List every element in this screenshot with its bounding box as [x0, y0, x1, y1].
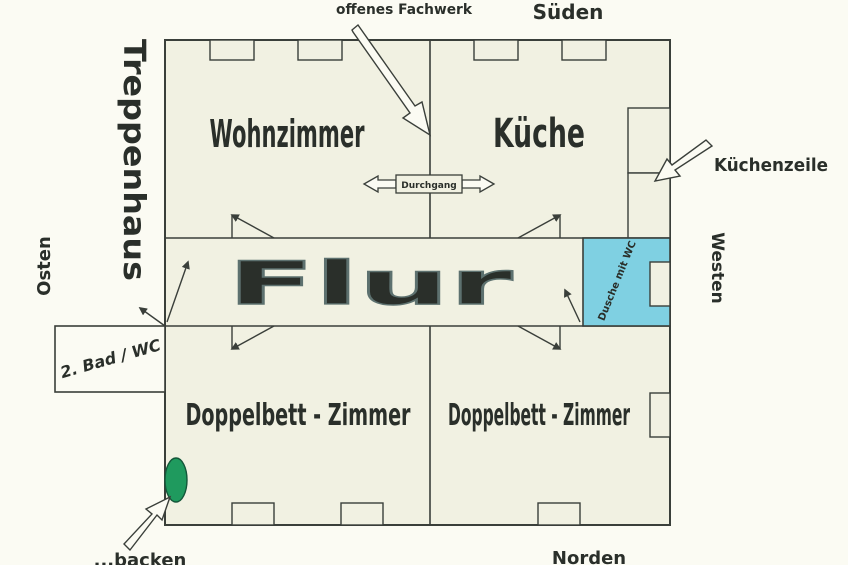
- door-dusche: [564, 288, 581, 323]
- window: [561, 39, 607, 61]
- window: [209, 39, 255, 61]
- stove-label: ...backen: [94, 550, 187, 565]
- door-zimmer-2: [517, 325, 562, 350]
- passage-label: Durchgang: [401, 181, 456, 191]
- compass-osten: Osten: [34, 236, 55, 296]
- passage-arrow: [362, 174, 496, 194]
- stove: [164, 457, 188, 503]
- door-kueche: [517, 214, 562, 239]
- window: [537, 502, 581, 526]
- room-label-doppelbett-1: Doppelbett - Zimmer: [186, 398, 411, 433]
- room-label-doppelbett-2: Doppelbett - Zimmer: [448, 398, 630, 433]
- window: [231, 502, 275, 526]
- room-label-wohnzimmer: Wohnzimmer: [210, 112, 365, 156]
- stairwell-label: Treppenhaus: [116, 39, 151, 281]
- compass-sueden: Süden: [533, 0, 604, 24]
- kitchenette-arrow: [653, 139, 714, 182]
- kitchen-counter: [627, 107, 671, 174]
- stove-arrow: [123, 495, 172, 552]
- kitchen-counter: [627, 172, 671, 239]
- kitchenette-label: Küchenzeile: [714, 155, 828, 176]
- open-framework-arrow: [351, 23, 432, 137]
- window: [297, 39, 343, 61]
- room-label-flur: Flur: [228, 249, 514, 319]
- door-treppenhaus: [166, 260, 190, 323]
- door-bad2: [138, 307, 166, 327]
- window: [473, 39, 519, 61]
- compass-norden: Norden: [552, 548, 626, 565]
- door-wohnzimmer: [230, 214, 275, 239]
- window: [340, 502, 384, 526]
- shower-window: [649, 261, 671, 307]
- window: [649, 392, 671, 438]
- second-bath-room: [54, 325, 166, 393]
- compass-westen: Westen: [707, 232, 727, 304]
- open-framework-label: offenes Fachwerk: [336, 2, 473, 18]
- door-zimmer-1: [230, 325, 275, 350]
- room-label-kueche: Küche: [493, 111, 585, 157]
